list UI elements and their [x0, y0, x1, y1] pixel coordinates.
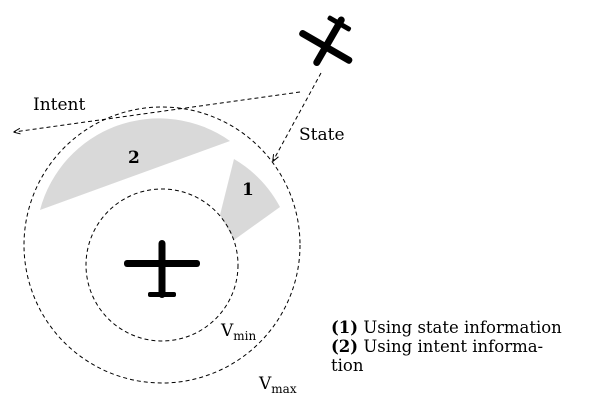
vmax-circle	[23, 106, 301, 384]
zone-2-shading	[40, 118, 230, 210]
vmax-label: Vmax	[258, 374, 297, 396]
intent-arrow	[14, 91, 301, 132]
state-arrow	[273, 72, 322, 161]
legend-text-2: Using intent informa-	[363, 337, 544, 356]
intent-label: Intent	[33, 95, 86, 115]
state-label: State	[299, 125, 345, 145]
intruder-airplane-icon	[299, 15, 353, 66]
zone-1-label: 1	[242, 180, 254, 200]
vmin-circle	[85, 188, 239, 342]
zone-1-shading	[220, 159, 280, 240]
vmin-label: Vmin	[220, 321, 256, 343]
legend: (1) Using state information (2) Using in…	[331, 318, 589, 375]
legend-key-1: (1)	[331, 318, 359, 337]
legend-text-2-cont: tion	[331, 356, 364, 375]
legend-item-2: (2) Using intent informa-	[331, 337, 589, 356]
zone-2-label: 2	[128, 148, 140, 168]
ownship-airplane-icon	[124, 240, 200, 298]
legend-item-1: (1) Using state information	[331, 318, 589, 337]
legend-text-1: Using state information	[363, 318, 562, 337]
legend-key-2: (2)	[331, 337, 359, 356]
